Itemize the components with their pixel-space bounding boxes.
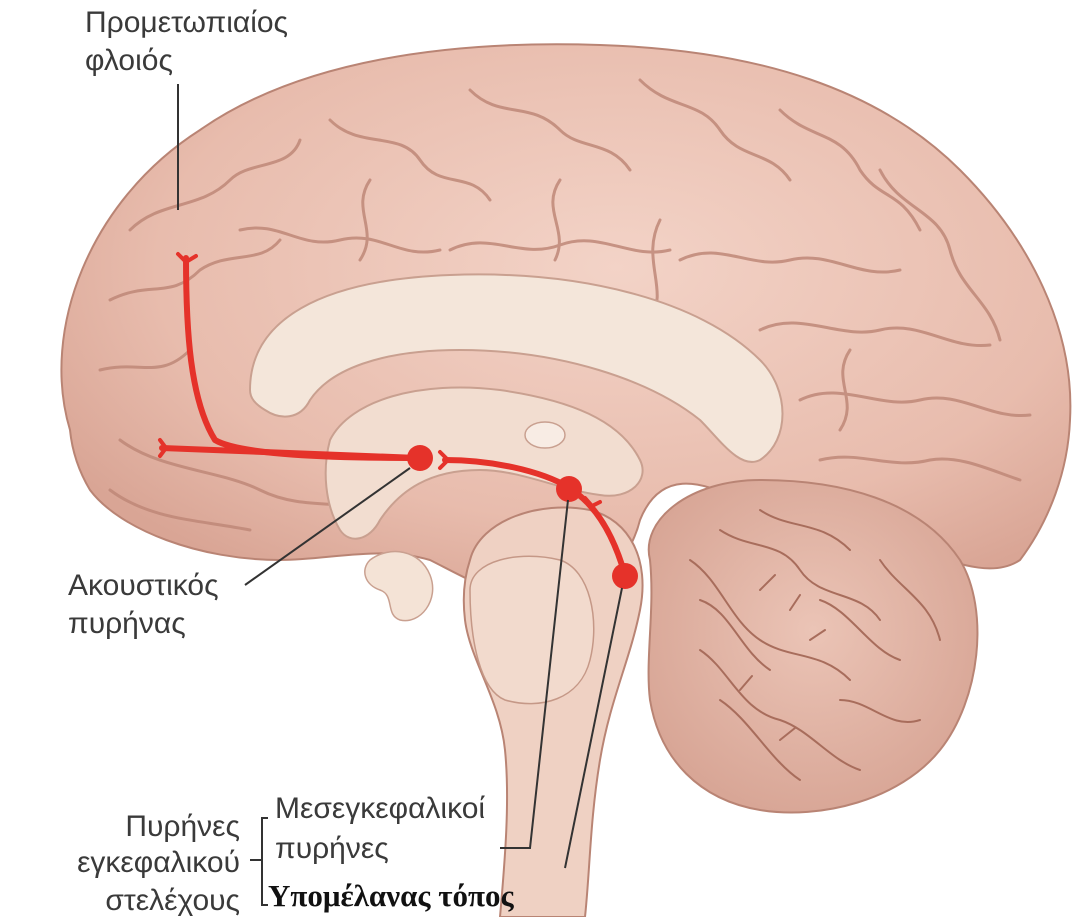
small-nucleus [525,422,565,448]
acoustic-nucleus-dot [407,445,433,471]
label-midbrain-2: πυρήνες [275,832,389,865]
label-brainstem-1: Πυρήνες [125,810,240,843]
label-brainstem-3: στελέχους [105,884,240,917]
label-acoustic-2: πυρήνας [68,607,186,640]
cerebellum [649,480,978,813]
locus-dot [612,563,638,589]
label-acoustic-1: Ακουστικός [68,569,219,602]
label-brainstem-2: εγκεφαλικού [77,846,240,879]
label-prefrontal-2: φλοιός [85,44,173,77]
label-prefrontal-1: Προμετωπιαίος [85,6,288,39]
label-midbrain-1: Μεσεγκεφαλικοί [275,792,485,825]
pituitary-region [365,552,433,621]
midbrain-nuclei-dot [556,476,582,502]
pons-bulge [470,556,594,703]
label-locus: Υπομέλανας τόπος [268,878,514,913]
